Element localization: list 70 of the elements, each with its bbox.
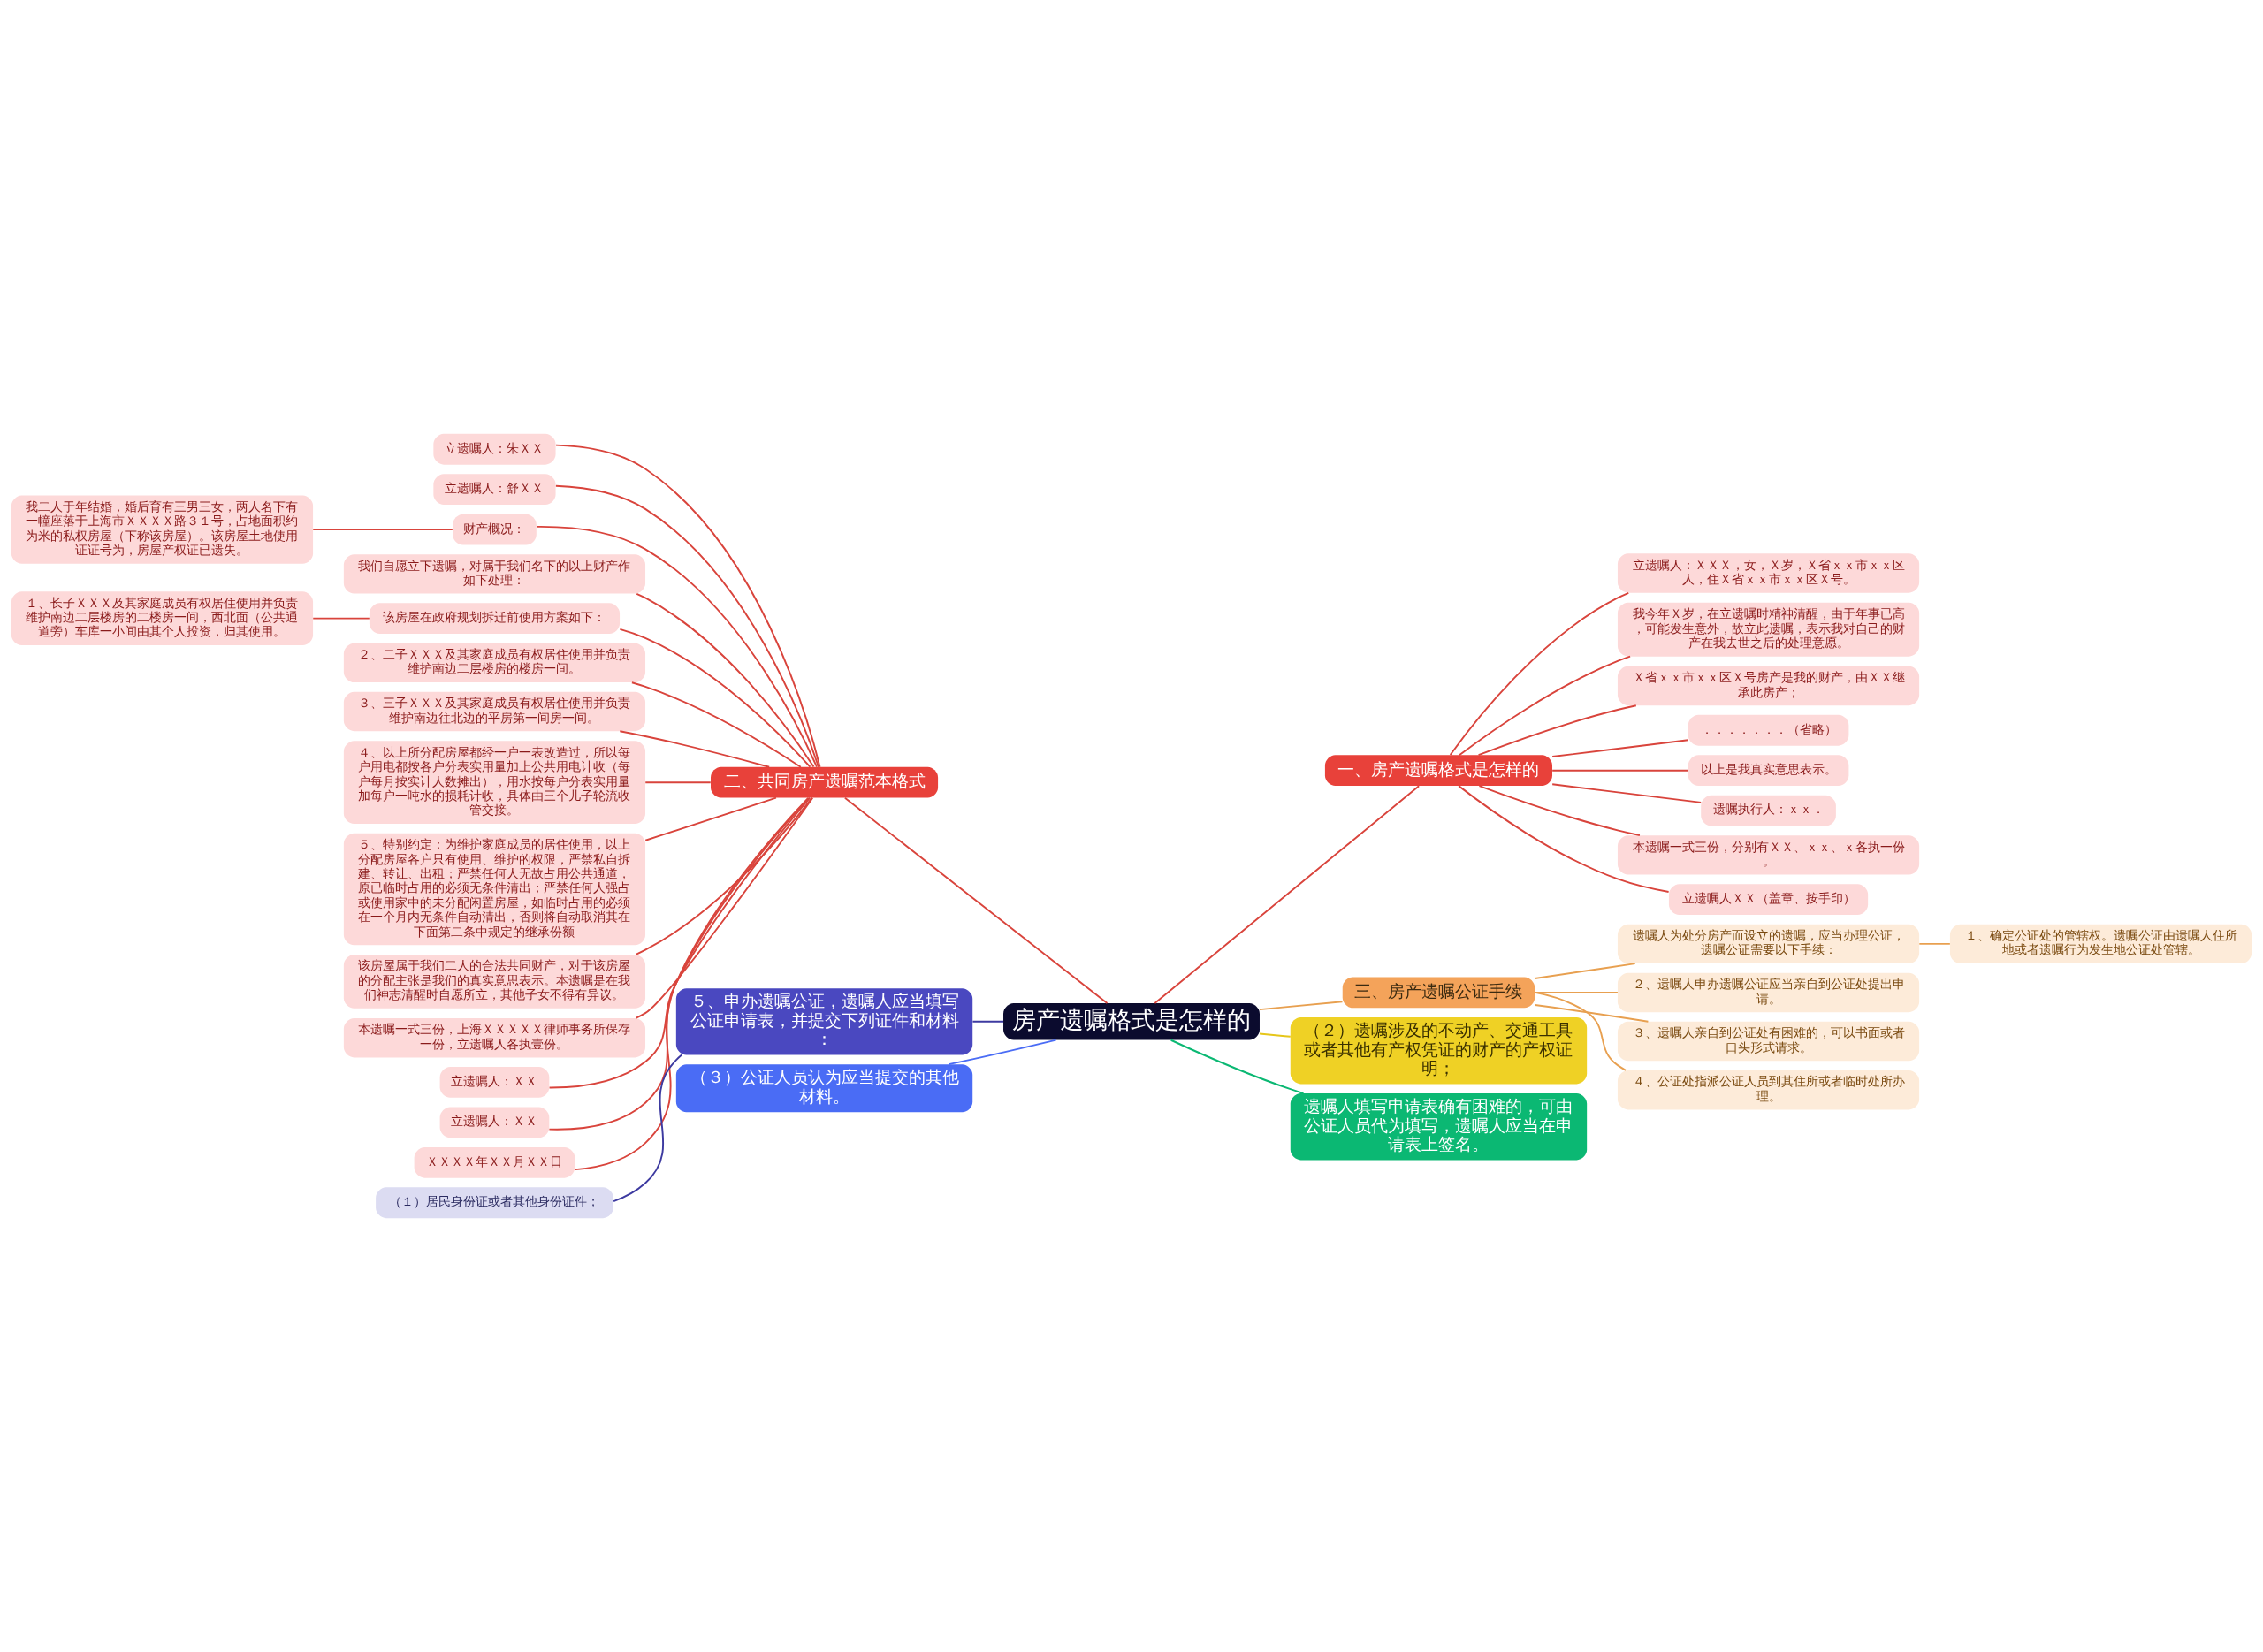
connector [619, 628, 811, 768]
node-box: １、确定公证处的管辖权。遗嘱公证由遗嘱人住所地或者遗嘱行为发生地公证处管辖。 [1949, 924, 2252, 964]
node-box: 我今年Ｘ岁，在立遗嘱时精神清醒，由于年事已高，可能发生意外，故立此遗嘱，表示我对自己的财产在我去世之后的处理意愿。 [1617, 602, 1920, 657]
node-box: ．．．．．．．（省略） [1688, 714, 1849, 746]
connector [1458, 655, 1632, 757]
node-box: ５、特别约定：为维护家庭成员的居住使用，以上分配房屋各户只有使用、维护的权限，严禁私自拆建、转让、出租；严禁任何人无故占用公共通道，原已临时占用的必须无条件清出；严禁任何人强占或使用家中的未分配闲置房屋，如临时占用的必须在一个月内无条件自动清出，否则将自动取消其在下面第二条中规定的继承份额 [343, 833, 646, 946]
connector [1551, 769, 1689, 772]
node-box: ＸＸＸＸ年ＸＸ月ＸＸ日 [414, 1146, 575, 1178]
connector [948, 1039, 1057, 1066]
connector [619, 730, 771, 768]
node-box: ５、申办遗嘱公证，遗嘱人应当填写公证申请表，并提交下列证件和材料： [675, 988, 973, 1055]
node-box: （３）公证人员认为应当提交的其他材料。 [675, 1064, 973, 1113]
node-box: 遗嘱人填写申请表确有困难的，可由公证人员代为填写，遗嘱人应当在申请表上签名。 [1290, 1093, 1588, 1161]
node-box: 该房屋属于我们二人的合法共同财产，对于该房屋的分配主张是我们的真实意思表示。本遗嘱是在我们神志清醒时自愿所立，其他子女不得有异议。 [343, 954, 646, 1009]
connector [636, 592, 815, 768]
node-box: 一、房产遗嘱格式是怎样的 [1324, 755, 1552, 787]
node-box: 财产概况： [453, 514, 537, 545]
connector [1534, 963, 1636, 979]
connector [644, 796, 777, 841]
node-box: 立遗嘱人：朱ＸＸ [433, 433, 556, 465]
connector [1170, 1039, 1305, 1094]
node-box: ２、遗嘱人申办遗嘱公证应当亲自到公证处提出申请。 [1617, 972, 1920, 1013]
node-box: 遗嘱人为处分房产而设立的遗嘱，应当办理公证，遗嘱公证需要以下手续： [1617, 924, 1920, 964]
connector [1449, 591, 1630, 756]
connector [312, 529, 453, 531]
connector [1154, 785, 1421, 1004]
connector [635, 796, 814, 1019]
node-box: ３、三子ＸＸＸ及其家庭成员有权居住使用并负责维护南边往北边的平房第一间房一间。 [343, 691, 646, 732]
node-box: 该房屋在政府规划拆迁前使用方案如下： [369, 603, 621, 635]
connector [1259, 1001, 1344, 1011]
connector [1259, 1032, 1292, 1038]
node-box: 房产遗嘱格式是怎样的 [1003, 1003, 1260, 1040]
node-box: 立遗嘱人：ＸＸＸ，女，Ｘ岁，Ｘ省ｘｘ市ｘｘ区人，住Ｘ省ｘｘ市ｘｘ区Ｘ号。 [1617, 553, 1920, 593]
connector [1478, 785, 1641, 837]
node-box: 本遗嘱一式三份，上海ＸＸＸＸＸ律师事务所保存一份，立遗嘱人各执壹份。 [343, 1017, 646, 1058]
node-box: 立遗嘱人：ＸＸ [439, 1067, 550, 1098]
node-box: 立遗嘱人ＸＸ（盖章、按手印） [1668, 884, 1869, 915]
node-box: ３、遗嘱人亲自到公证处有困难的，可以书面或者口头形式请求。 [1617, 1021, 1920, 1062]
node-box: 立遗嘱人：舒ＸＸ [433, 474, 556, 506]
connector [536, 525, 819, 768]
connector [312, 617, 370, 620]
node-box: ４、以上所分配房屋都经一户一表改造过，所以每户用电都按各户分表实用量加上公共用电计收（每户每月按实计人数摊出），用水按每户分表实用量加每户一吨水的损耗计收，具体由三个儿子轮流收管交接。 [343, 741, 646, 825]
node-box: 我们自愿立下遗嘱，对属于我们名下的以上财产作如下处理： [343, 554, 646, 594]
connector [644, 781, 712, 784]
connector [1551, 739, 1689, 757]
connector [1551, 783, 1703, 803]
connector [1477, 704, 1637, 757]
node-box: 三、房产遗嘱公证手续 [1342, 977, 1535, 1009]
connector [1918, 942, 1951, 945]
node-box: ４、公证处指派公证人员到其住所或者临时处所办理。 [1617, 1070, 1920, 1110]
connector [574, 796, 810, 1171]
connector [971, 1020, 1004, 1023]
node-box: 立遗嘱人：ＸＸ [439, 1107, 550, 1138]
node-box: （１）居民身份证或者其他身份证件； [376, 1187, 613, 1219]
node-box: 我二人于年结婚，婚后育有三男三女，两人名下有一幢座落于上海市ＸＸＸＸ路３１号，占地面积约为米的私权房屋（下称该房屋）。该房屋土地使用证证号为，房屋产权证已遗失。 [11, 495, 314, 564]
node-box: Ｘ省ｘｘ市ｘｘ区Ｘ号房产是我的财产，由ＸＸ继承此房产； [1617, 666, 1920, 706]
connector [1458, 785, 1670, 893]
node-box: （２）遗嘱涉及的不动产、交通工具或者其他有产权凭证的财产的产权证明； [1290, 1017, 1588, 1085]
node-box: 本遗嘱一式三份，分别有ＸＸ、ｘｘ、ｘ各执一份。 [1617, 835, 1920, 875]
connector [843, 796, 1109, 1004]
connector [635, 796, 813, 955]
node-box: ２、二子ＸＸＸ及其家庭成员有权居住使用并负责维护南边二层楼房的楼房一间。 [343, 643, 646, 683]
connector [613, 1054, 683, 1202]
node-box: １、长子ＸＸＸ及其家庭成员有权居住使用并负责维护南边二层楼房的二楼房一间，西北面（公共通道旁）车库一小间由其个人投资，归其使用。 [11, 591, 314, 646]
node-box: 二、共同房产遗嘱范本格式 [711, 766, 939, 798]
connector [1534, 1004, 1650, 1023]
node-box: 以上是我真实意思表示。 [1688, 755, 1849, 787]
connector [1534, 991, 1627, 1071]
connector [630, 681, 802, 768]
node-box: 遗嘱执行人：ｘｘ． [1701, 795, 1836, 826]
